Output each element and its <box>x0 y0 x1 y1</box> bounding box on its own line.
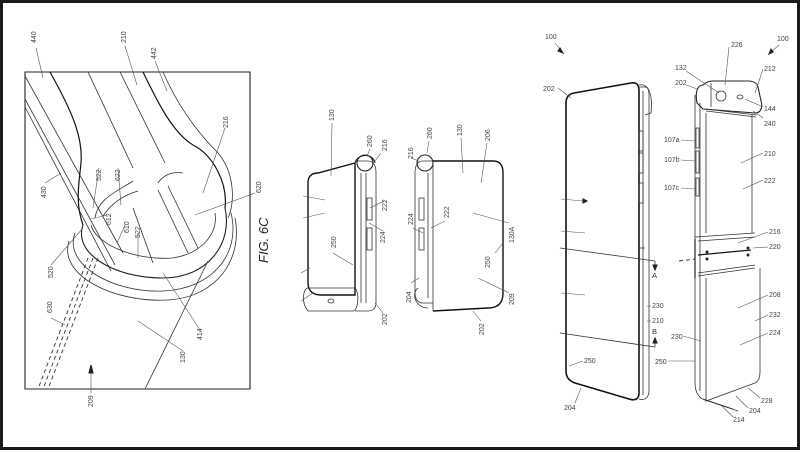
label-107a: 107a <box>664 137 680 144</box>
section-b-label: B <box>652 327 657 336</box>
label-520: 520 <box>48 266 55 278</box>
label-107c: 107c <box>664 185 680 192</box>
label-230: 230 <box>652 303 664 310</box>
label-250: 250 <box>655 359 667 366</box>
label-206: 206 <box>485 129 492 141</box>
label-216: 216 <box>408 147 415 159</box>
label-260: 260 <box>367 135 374 147</box>
label-202: 202 <box>543 86 555 93</box>
figure-open-device-front: 100 A B 202 230 210 250 204 <box>543 34 664 412</box>
label-100: 100 <box>777 36 789 43</box>
label-216: 216 <box>223 116 230 128</box>
label-212: 212 <box>764 66 776 73</box>
label-522-b: 522 <box>135 226 142 238</box>
label-208: 208 <box>769 292 781 299</box>
label-240: 240 <box>764 121 776 128</box>
label-144: 144 <box>764 106 776 113</box>
label-522-a: 522 <box>96 169 103 181</box>
label-204: 204 <box>406 291 413 303</box>
label-204: 204 <box>749 408 761 415</box>
label-222: 222 <box>444 206 451 218</box>
label-442: 442 <box>151 47 158 59</box>
label-250: 250 <box>485 256 492 268</box>
label-216: 216 <box>382 139 389 151</box>
label-414: 414 <box>197 328 204 340</box>
label-202: 202 <box>382 313 389 325</box>
label-210: 210 <box>652 318 664 325</box>
label-202: 202 <box>479 323 486 335</box>
label-232: 232 <box>769 312 781 319</box>
section-a-label: A <box>652 271 657 280</box>
patent-figures-canvas: 440 210 442 216 522 622 430 612 610 522 … <box>24 31 789 424</box>
label-130a: 130A <box>509 226 516 243</box>
label-130: 130 <box>180 351 187 363</box>
label-622: 622 <box>115 169 122 181</box>
label-204: 204 <box>564 405 576 412</box>
label-430: 430 <box>41 186 48 198</box>
label-100: 100 <box>545 34 557 41</box>
label-224: 224 <box>769 330 781 337</box>
label-209: 209 <box>509 293 516 305</box>
label-230: 230 <box>671 334 683 341</box>
figure-folded-device-left: 130 260 216 222 224 250 202 <box>300 109 389 325</box>
label-214: 214 <box>733 417 745 424</box>
label-130: 130 <box>329 109 336 121</box>
label-210: 210 <box>121 31 128 43</box>
label-250: 250 <box>331 236 338 248</box>
label-610: 610 <box>124 221 131 233</box>
label-224: 224 <box>408 213 415 225</box>
label-226: 226 <box>731 42 743 49</box>
figure-open-device-back: 100 <box>655 36 789 424</box>
label-612: 612 <box>106 213 113 225</box>
label-107b: 107b <box>664 157 680 164</box>
figure-6c: 440 210 442 216 522 622 430 612 610 522 … <box>24 31 271 407</box>
label-620: 620 <box>256 181 263 193</box>
label-202: 202 <box>675 80 687 87</box>
label-222: 222 <box>382 199 389 211</box>
label-630: 630 <box>47 301 54 313</box>
label-209: 209 <box>88 395 95 407</box>
label-210: 210 <box>764 151 776 158</box>
label-440: 440 <box>31 31 38 43</box>
label-220: 220 <box>769 244 781 251</box>
figure-caption-6c: FIG. 6C <box>256 217 271 263</box>
label-132: 132 <box>675 65 687 72</box>
label-260: 260 <box>427 127 434 139</box>
label-224: 224 <box>380 231 387 243</box>
label-250: 250 <box>584 358 596 365</box>
label-228: 228 <box>761 398 773 405</box>
label-216: 216 <box>769 229 781 236</box>
figure-folded-device-right: 216 260 130 206 224 222 130A 250 204 209… <box>406 124 516 335</box>
label-222: 222 <box>764 178 776 185</box>
label-130: 130 <box>457 124 464 136</box>
